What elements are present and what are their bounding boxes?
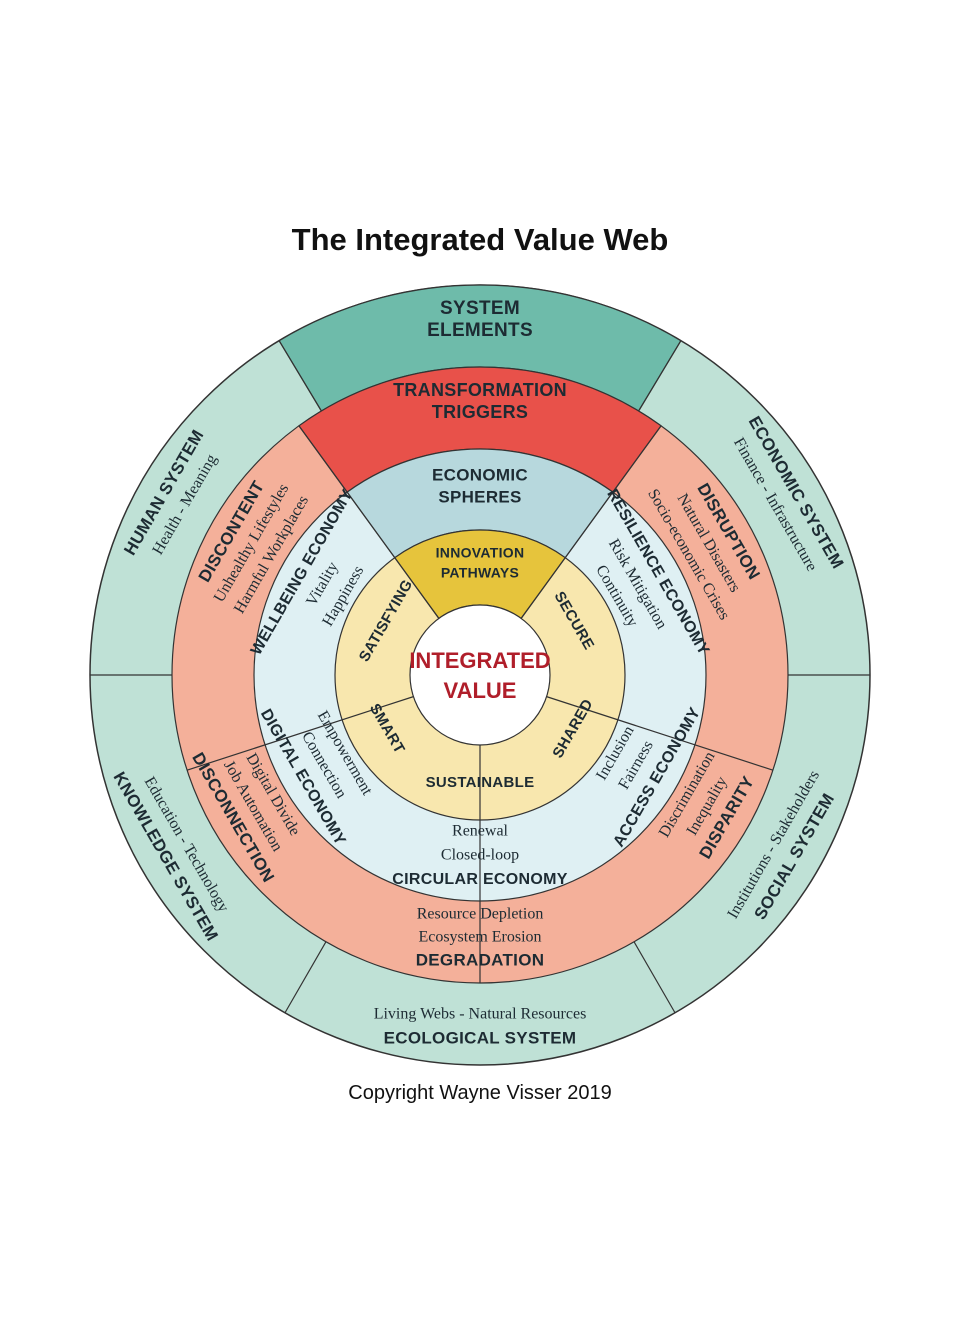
transformation-trigger-label: DEGRADATION [416,950,545,969]
transformation-trigger-label: Ecosystem Erosion [418,929,541,946]
economic-sphere-label: Closed-loop [441,847,519,864]
outer-ring-divider [638,340,682,412]
outer-ring-divider [633,941,676,1014]
integrated-value-center [409,604,551,746]
system-elements-header-label: SYSTEM [440,298,520,319]
inner-ring-divider [546,696,774,771]
inner-ring-divider [520,425,662,619]
transformation-triggers-header-label: TRANSFORMATION [393,380,567,400]
transformation-trigger-label: Resource Depletion [417,906,544,923]
outer-ring-divider [278,340,322,412]
inner-ring-divider [186,696,414,771]
economic-spheres-header-label: SPHERES [438,487,521,506]
system-element-label: Living Webs - Natural Resources [374,1006,587,1023]
integrated-value-label: INTEGRATED [409,648,550,673]
web-rings [89,284,871,1066]
copyright-notice: Copyright Wayne Visser 2019 [348,1082,612,1104]
segment-dividers [90,340,870,1014]
transformation-triggers-header-label: TRIGGERS [432,402,528,422]
inner-ring-divider [298,425,440,619]
innovation-pathways-header-label: INNOVATION [436,545,525,561]
system-element-label: ECOLOGICAL SYSTEM [384,1028,577,1047]
innovation-pathways-header-label: PATHWAYS [441,565,519,581]
economic-sphere-label: CIRCULAR ECONOMY [392,871,567,888]
integrated-value-label: VALUE [444,678,517,703]
page-title: The Integrated Value Web [291,222,669,257]
innovation-pathway-label: SUSTAINABLE [426,774,535,791]
system-elements-header-label: ELEMENTS [427,320,533,341]
outer-ring-divider [284,941,327,1014]
economic-spheres-header-label: ECONOMIC [432,465,528,484]
economic-sphere-label: Renewal [452,823,509,840]
